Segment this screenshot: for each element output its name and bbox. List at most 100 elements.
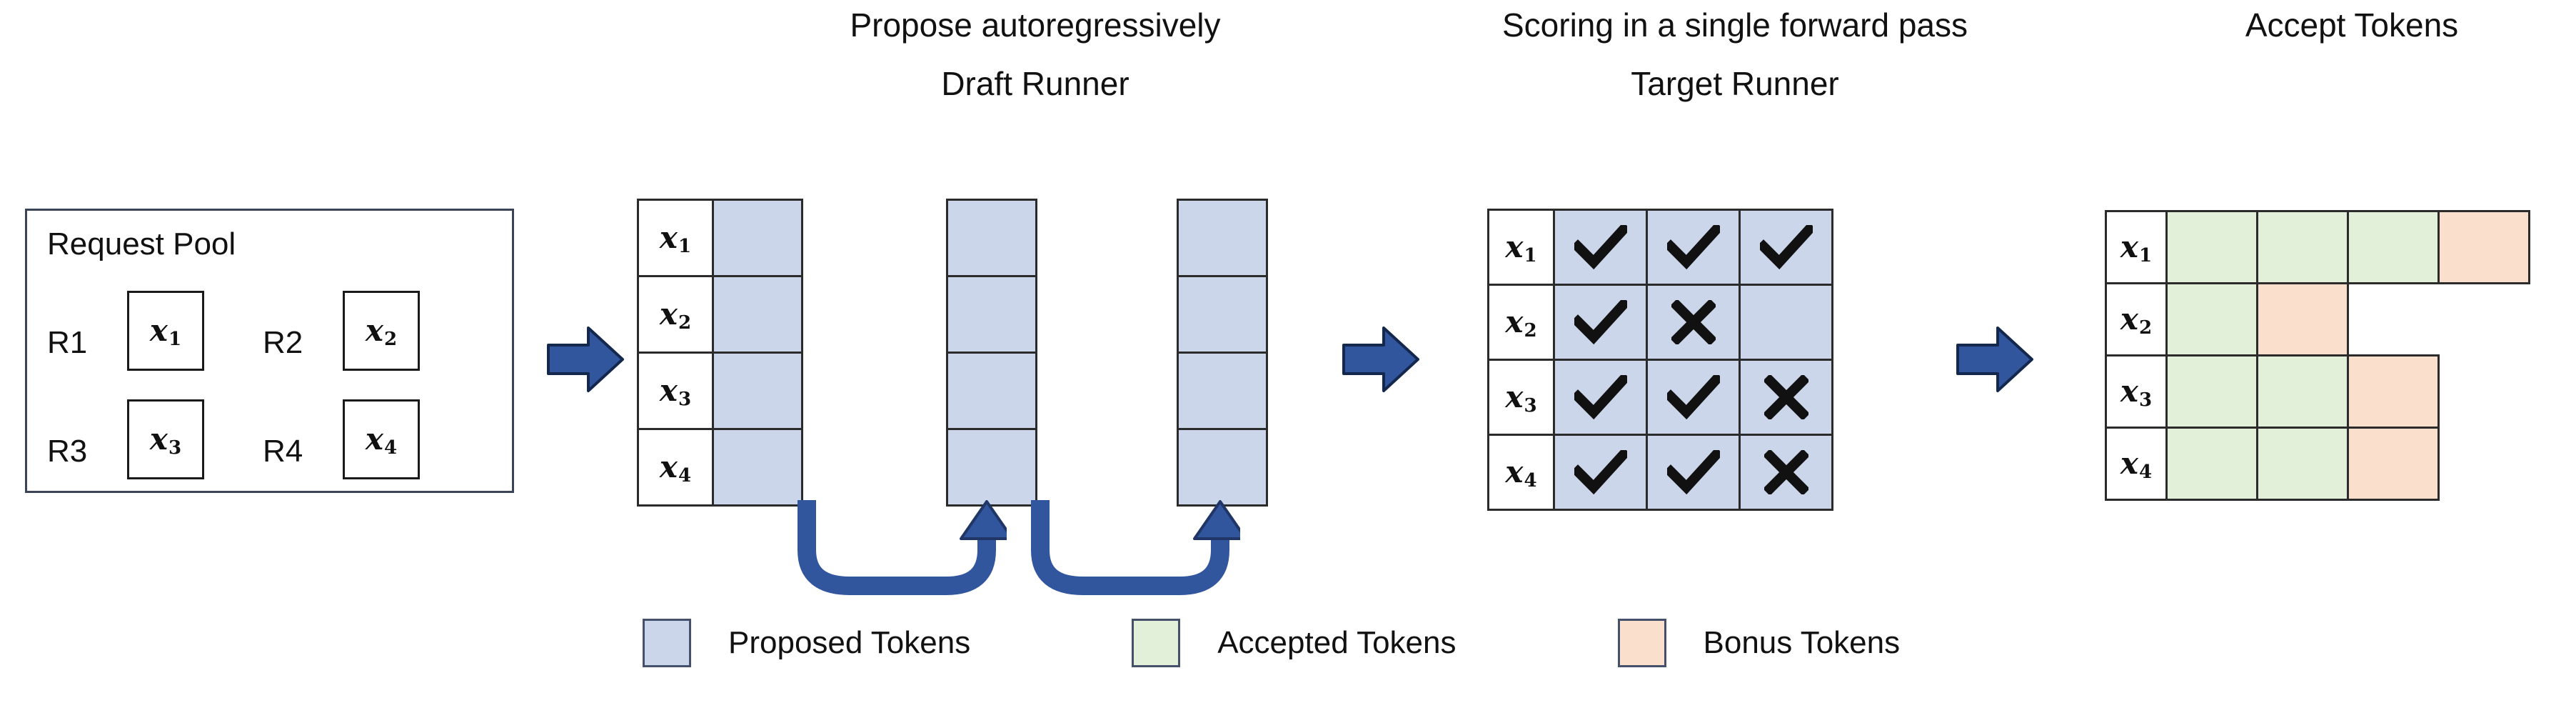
accept-cell-empty [2437, 427, 2530, 501]
legend-swatch-bonus [1617, 619, 1666, 667]
target-row-label-1: x1 [1487, 209, 1555, 286]
legend-label-bonus: Bonus Tokens [1703, 625, 1901, 660]
heading-scoring-single-forward-pass: Scoring in a single forward pass [1502, 6, 1968, 44]
request-tag-r4: R4 [263, 434, 303, 469]
request-tag-r3: R3 [47, 434, 88, 469]
draft-proposed-cell [1177, 275, 1268, 354]
target-runner-grid: x1 x2 [1487, 209, 1833, 511]
target-cell-cross [1739, 359, 1833, 436]
draft-proposed-cell [712, 352, 803, 430]
target-cell-check [1553, 209, 1648, 286]
check-icon [1741, 211, 1831, 284]
draft-proposed-cell [712, 428, 803, 507]
cross-icon [1648, 286, 1739, 359]
accept-row-label-3: x3 [2105, 354, 2168, 429]
check-icon [1555, 211, 1646, 284]
accept-cell-accepted [2165, 427, 2258, 501]
accept-cell-bonus [2437, 210, 2530, 284]
recurrence-arrow-step-1-to-2 [793, 500, 1007, 607]
target-cell-check [1553, 284, 1648, 361]
legend-item-bonus: Bonus Tokens [1617, 619, 1901, 667]
draft-row-label-3: x3 [637, 352, 714, 430]
legend-label-proposed: Proposed Tokens [728, 625, 971, 660]
request-tag-r2: R2 [263, 325, 303, 360]
accept-tokens-grid: x1 x2 x3 [2105, 210, 2530, 501]
target-runner-row: x1 [1487, 209, 1833, 286]
draft-proposed-cell [1177, 428, 1268, 507]
accept-row-label-1: x1 [2105, 210, 2168, 284]
cross-icon [1741, 361, 1831, 434]
accept-tokens-row: x1 [2105, 210, 2530, 284]
accept-cell-accepted [2165, 354, 2258, 429]
draft-proposed-cell [946, 428, 1037, 507]
target-row-label-3: x3 [1487, 359, 1555, 436]
draft-runner-step-1: x1 x2 x3 x4 [637, 199, 714, 507]
flow-arrow-pool-to-draft [547, 325, 625, 394]
legend-item-accepted: Accepted Tokens [1132, 619, 1456, 667]
check-icon [1555, 436, 1646, 509]
target-cell-check [1739, 209, 1833, 286]
accept-row-label-2: x2 [2105, 282, 2168, 357]
accept-cell-accepted [2256, 354, 2349, 429]
accept-tokens-row: x4 [2105, 427, 2530, 501]
target-runner-row: x2 [1487, 284, 1833, 361]
legend: Proposed Tokens Accepted Tokens Bonus To… [643, 619, 1900, 667]
accept-cell-empty [2437, 282, 2530, 357]
request-token-box-r4: x4 [343, 399, 420, 479]
draft-runner-proposed-column-1 [712, 199, 803, 507]
legend-swatch-accepted [1132, 619, 1181, 667]
target-cell-check [1646, 434, 1741, 511]
target-cell-check [1553, 359, 1648, 436]
flow-arrow-draft-to-target [1342, 325, 1421, 394]
check-icon [1648, 436, 1739, 509]
target-row-label-4: x4 [1487, 434, 1555, 511]
check-icon [1555, 361, 1646, 434]
draft-row-label-4: x4 [637, 428, 714, 507]
draft-proposed-cell [712, 199, 803, 277]
draft-proposed-cell [946, 352, 1037, 430]
legend-label-accepted: Accepted Tokens [1217, 625, 1456, 660]
draft-runner-proposed-column-2 [946, 199, 1037, 507]
heading-draft-runner: Draft Runner [941, 65, 1129, 102]
accept-cell-empty [2347, 282, 2440, 357]
legend-item-proposed: Proposed Tokens [643, 619, 970, 667]
target-cell-cross [1646, 284, 1741, 361]
accept-cell-bonus [2347, 354, 2440, 429]
heading-target-runner: Target Runner [1631, 65, 1839, 102]
target-runner-row: x4 [1487, 434, 1833, 511]
flow-arrow-target-to-accept [1956, 325, 2035, 394]
check-icon [1648, 361, 1739, 434]
request-token-box-r3: x3 [127, 399, 204, 479]
accept-cell-accepted [2165, 210, 2258, 284]
check-icon [1648, 211, 1739, 284]
accept-cell-bonus [2347, 427, 2440, 501]
target-cell-check [1553, 434, 1648, 511]
request-token-label-r3: x3 [149, 422, 182, 459]
request-tag-r1: R1 [47, 325, 88, 360]
target-runner-row: x3 [1487, 359, 1833, 436]
accept-cell-accepted [2256, 210, 2349, 284]
accept-cell-accepted [2165, 282, 2258, 357]
draft-runner-proposed-column-3 [1177, 199, 1268, 507]
target-cell-blank [1739, 284, 1833, 361]
draft-proposed-cell [712, 275, 803, 354]
legend-swatch-proposed [643, 619, 691, 667]
cross-icon [1741, 436, 1831, 509]
accept-cell-bonus [2256, 282, 2349, 357]
request-token-label-r1: x1 [149, 313, 182, 350]
request-token-label-r4: x4 [365, 422, 398, 459]
heading-accept-tokens: Accept Tokens [2245, 6, 2459, 44]
accept-tokens-row: x3 [2105, 354, 2530, 429]
draft-proposed-cell [1177, 199, 1268, 277]
request-token-box-r2: x2 [343, 291, 420, 371]
check-icon [1555, 286, 1646, 359]
accept-row-label-4: x4 [2105, 427, 2168, 501]
draft-row-label-1: x1 [637, 199, 714, 277]
accept-cell-empty [2437, 354, 2530, 429]
draft-row-label-2: x2 [637, 275, 714, 354]
target-cell-check [1646, 359, 1741, 436]
target-cell-cross [1739, 434, 1833, 511]
request-token-box-r1: x1 [127, 291, 204, 371]
accept-cell-accepted [2347, 210, 2440, 284]
